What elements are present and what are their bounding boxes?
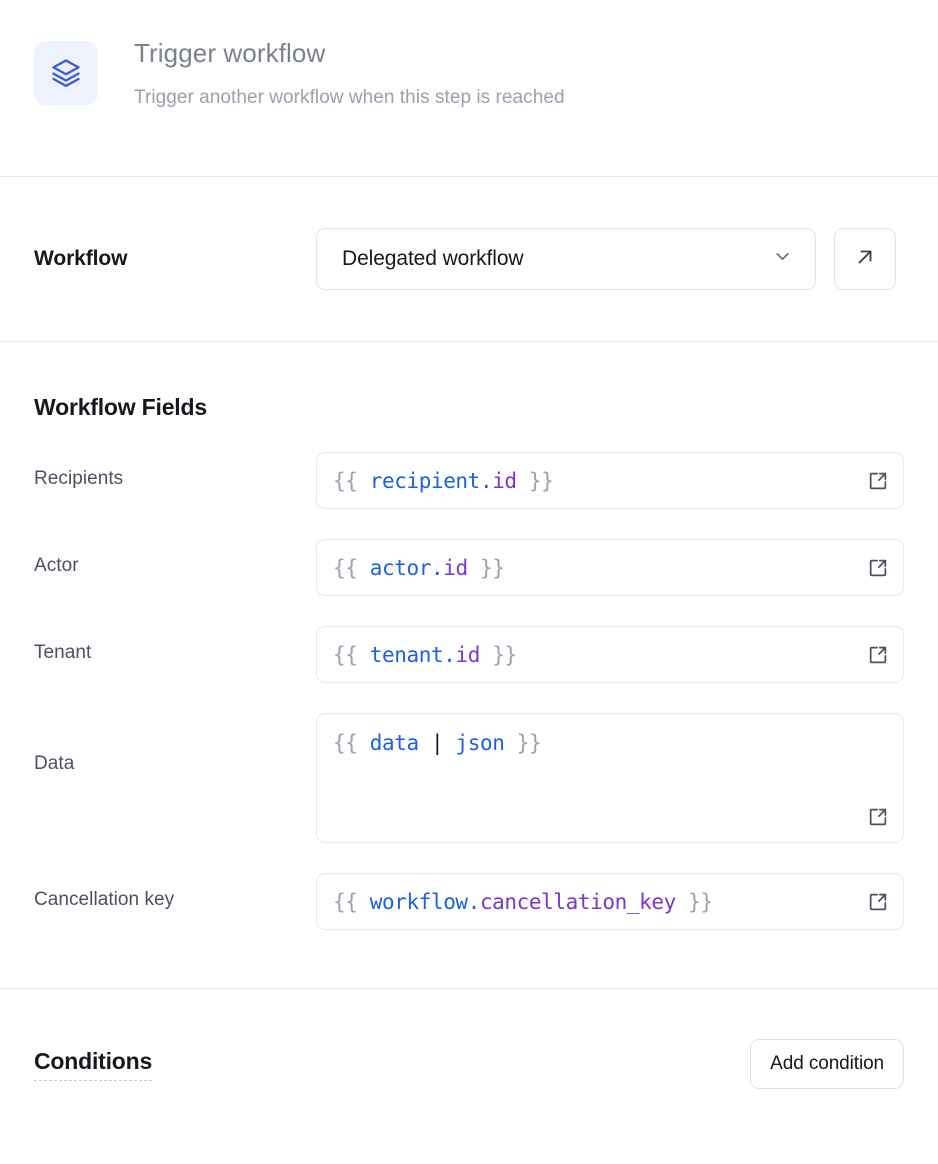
divider-workflow — [0, 341, 938, 342]
add-condition-button[interactable]: Add condition — [750, 1039, 904, 1089]
external-link-icon[interactable] — [867, 557, 889, 579]
field-value-code: {{ data | json }} — [333, 731, 542, 755]
field-row: Tenant {{ tenant.id }} — [34, 626, 904, 683]
field-value-code: {{ workflow.cancellation_key }} — [333, 889, 713, 914]
workflow-fields-heading: Workflow Fields — [34, 394, 207, 420]
page-subtitle: Trigger another workflow when this step … — [134, 87, 565, 108]
chevron-down-icon — [772, 246, 793, 272]
workflow-select-section: Workflow Delegated workflow — [0, 177, 938, 341]
field-row: Recipients {{ recipient.id }} — [34, 452, 904, 509]
field-label: Recipients — [34, 468, 124, 489]
field-row: Cancellation key {{ workflow.cancellation… — [34, 873, 904, 930]
workflow-select-value: Delegated workflow — [342, 247, 524, 270]
external-link-icon[interactable] — [867, 806, 889, 828]
field-input-actor[interactable]: {{ actor.id }} — [316, 539, 904, 596]
panel-header: Trigger workflow Trigger another workflo… — [0, 0, 938, 176]
field-label: Cancellation key — [34, 889, 175, 910]
divider-header — [0, 176, 938, 177]
field-input-recipients[interactable]: {{ recipient.id }} — [316, 452, 904, 509]
field-label: Actor — [34, 555, 79, 576]
field-label: Tenant — [34, 642, 92, 663]
open-workflow-button[interactable] — [834, 228, 896, 290]
arrow-up-right-icon — [854, 246, 876, 273]
page-title: Trigger workflow — [134, 38, 326, 68]
field-value-code: {{ actor.id }} — [333, 555, 505, 580]
field-value-code: {{ tenant.id }} — [333, 642, 517, 667]
field-input-data[interactable]: {{ data | json }} — [316, 713, 904, 843]
external-link-icon[interactable] — [867, 470, 889, 492]
divider-fields — [0, 988, 938, 989]
conditions-section: Conditions Add condition — [0, 989, 938, 1139]
external-link-icon[interactable] — [867, 644, 889, 666]
workflow-select[interactable]: Delegated workflow — [316, 228, 816, 290]
field-label: Data — [34, 753, 75, 774]
conditions-title: Conditions — [34, 1048, 152, 1081]
workflow-label: Workflow — [34, 247, 128, 270]
field-row: Data {{ data | json }} — [34, 713, 904, 843]
external-link-icon[interactable] — [867, 891, 889, 913]
field-input-cancellation-key[interactable]: {{ workflow.cancellation_key }} — [316, 873, 904, 930]
layers-stack-icon — [34, 41, 98, 105]
workflow-fields-list: Recipients {{ recipient.id }} Actor {{ acto… — [34, 452, 904, 930]
field-value-code: {{ recipient.id }} — [333, 468, 554, 493]
field-input-tenant[interactable]: {{ tenant.id }} — [316, 626, 904, 683]
header-text-block: Trigger workflow Trigger another workflo… — [134, 30, 565, 111]
workflow-fields-section: Workflow Fields Recipients {{ recipient.i… — [0, 342, 938, 930]
field-row: Actor {{ actor.id }} — [34, 539, 904, 596]
